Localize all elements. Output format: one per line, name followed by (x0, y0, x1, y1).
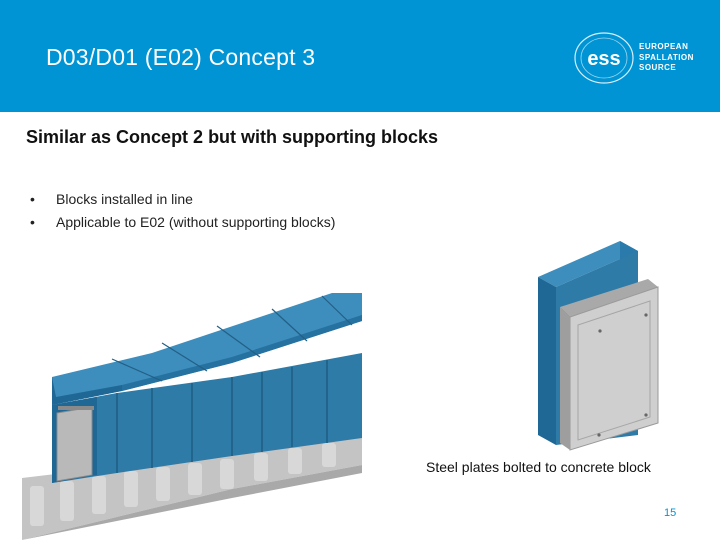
block-top (538, 241, 638, 287)
logo-line-2: SPALLATION (639, 52, 694, 62)
bolt-icons (597, 313, 648, 437)
block-side (538, 277, 556, 445)
ess-logo-text: EUROPEAN SPALLATION SOURCE (639, 42, 694, 74)
bullet-text: Blocks installed in line (56, 191, 193, 207)
bullet-dot-icon: • (30, 191, 35, 207)
shielding-blocks-render (22, 293, 362, 540)
blue-wall-front (52, 353, 362, 483)
bullet-item: • Applicable to E02 (without supporting b… (30, 212, 335, 235)
bullet-dot-icon: • (30, 214, 35, 230)
page-number: 15 (664, 507, 677, 519)
slide-subtitle: Similar as Concept 2 but with supporting… (26, 127, 439, 147)
block-seams (116, 360, 328, 473)
ess-logo-mark-icon: ess (574, 32, 634, 84)
steel-plate-end (56, 406, 93, 482)
bullet-item: • Blocks installed in line (30, 189, 335, 212)
bullet-text: Applicable to E02 (without supporting bl… (56, 214, 336, 230)
logo-line-3: SOURCE (639, 63, 677, 72)
image-caption: Steel plates bolted to concrete block (426, 459, 651, 475)
bullet-list: • Blocks installed in line • Applicable to… (30, 189, 335, 235)
single-block-render (538, 241, 659, 451)
logo-line-1: EUROPEAN (639, 42, 689, 51)
concrete-base-bumps (30, 443, 336, 526)
slide-header: D03/D01 (E02) Concept 3 ess EUROPEAN SPA… (0, 0, 720, 112)
ess-logo-mark: ess (587, 48, 620, 70)
slide-title: D03/D01 (E02) Concept 3 (46, 44, 316, 70)
ess-logo: ess EUROPEAN SPALLATION SOURCE (570, 27, 710, 89)
roof-seams (111, 295, 353, 382)
